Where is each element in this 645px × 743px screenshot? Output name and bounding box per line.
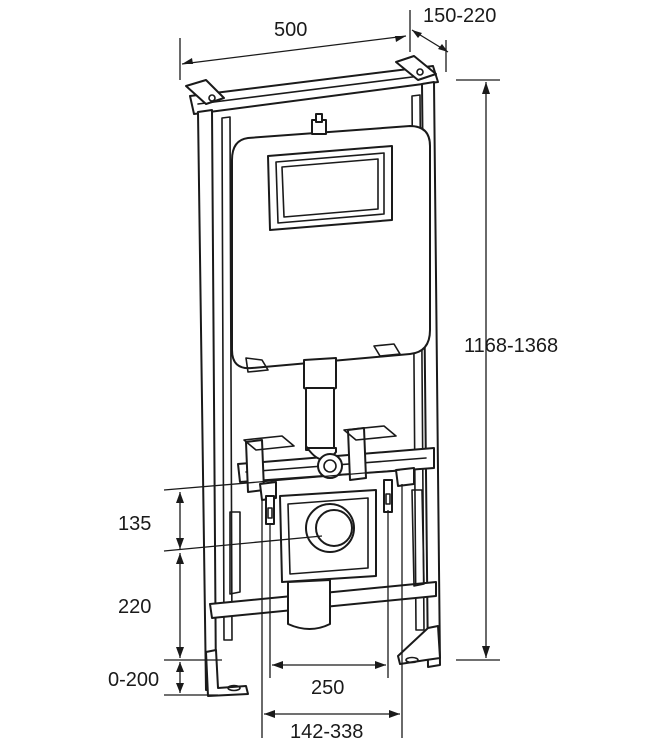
dimension-142-338-label: 142-338 [290,721,363,743]
cistern [231,113,431,479]
dimension-250-label: 250 [311,677,344,699]
drain-assembly [279,489,377,630]
dimension-height-label: 1168-1368 [464,335,558,357]
flush-plate [267,145,393,231]
support-brackets [243,425,397,493]
dimension-width-label: 500 [274,19,307,41]
dimension-lines [163,10,500,738]
dimension-depth-label: 150-220 [423,5,496,27]
dimension-220-label: 220 [118,596,151,618]
dimension-foot-label: 0-200 [108,669,159,691]
dimension-135-label: 135 [118,513,151,535]
threaded-studs [259,467,415,525]
